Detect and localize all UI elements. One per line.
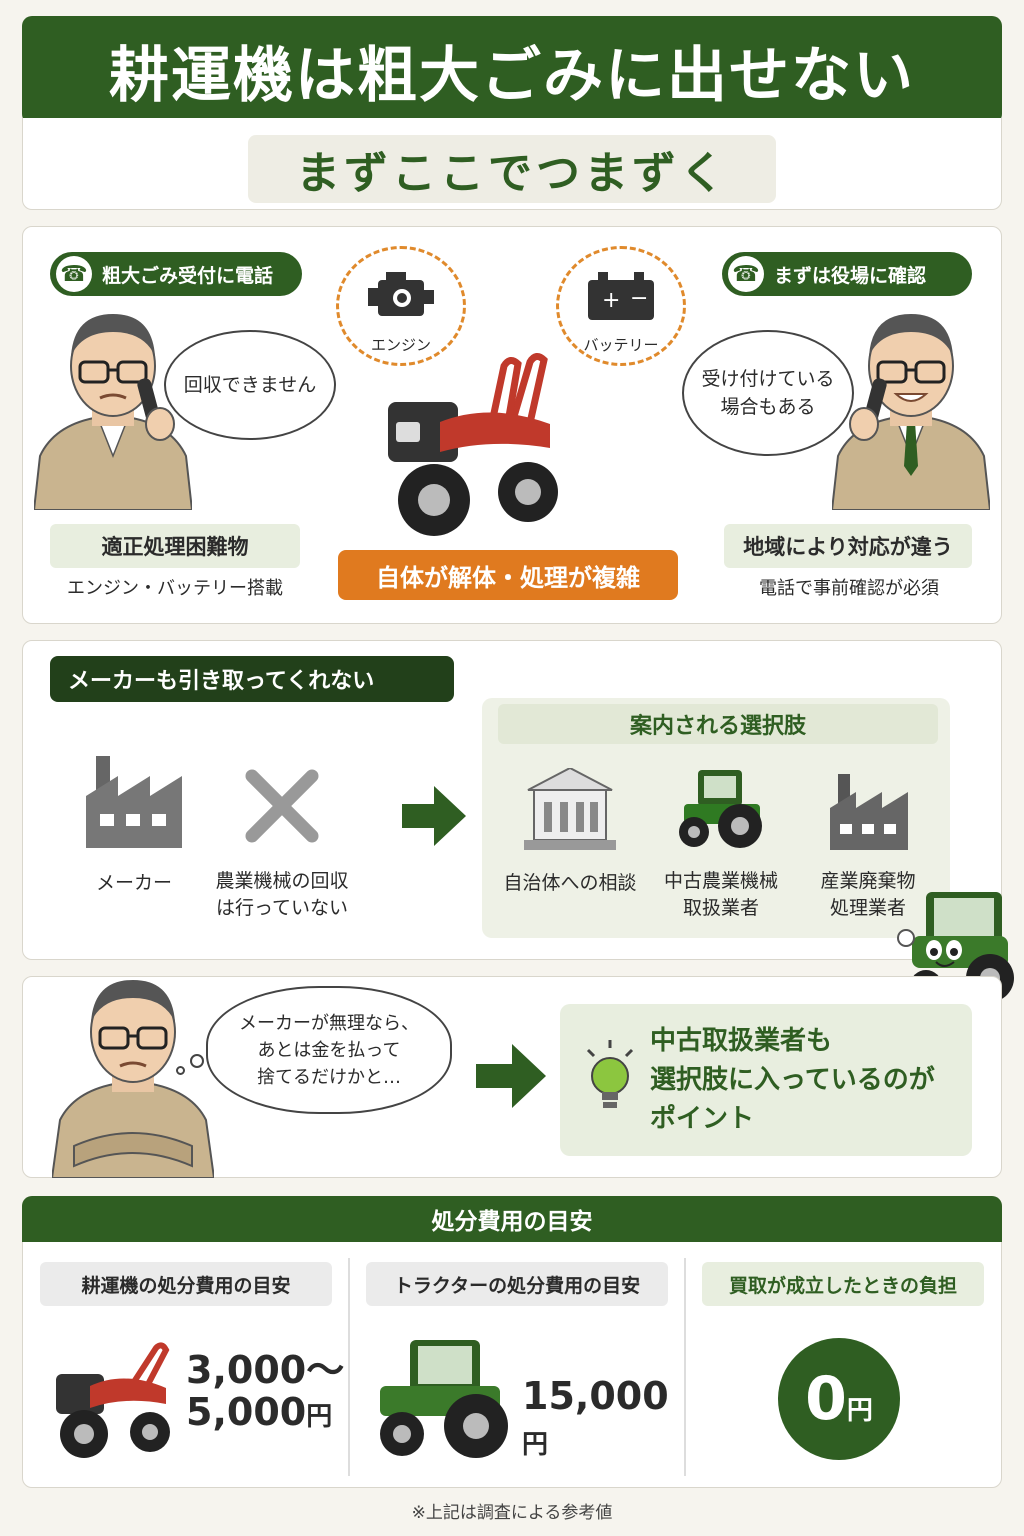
- tiller-cost-illustration: [56, 1342, 170, 1458]
- options-title: 案内される選択肢: [498, 704, 938, 744]
- factory-icon: [86, 756, 182, 848]
- subtitle-box: まずここでつまずく: [248, 135, 776, 203]
- tiller-cost-label: 耕運機の処分費用の目安: [40, 1262, 332, 1306]
- option-municipality: 自治体への相談: [503, 872, 637, 894]
- right-speech-bubble: 受け付けている 場合もある: [682, 330, 854, 456]
- thought-bubble: メーカーが無理なら、 あとは金を払って 捨てるだけかと…: [206, 986, 452, 1114]
- industrial-waste-icon: [830, 774, 908, 850]
- point-box: [560, 1004, 972, 1156]
- lightbulb-icon: [586, 1040, 634, 1108]
- arrow-right-icon: [402, 786, 466, 846]
- svg-text:+: +: [602, 288, 620, 313]
- right-label-box: 地域により対応が違う: [724, 524, 972, 568]
- footnote: ※上記は調査による参考値: [411, 1503, 613, 1523]
- buyback-cost-label: 買取が成立したときの負担: [702, 1262, 984, 1306]
- left-caption: エンジン・バッテリー搭載: [67, 578, 283, 599]
- tiller-illustration: [388, 353, 558, 536]
- arrow-right-icon-2: [476, 1044, 546, 1108]
- tractor-cost-illustration: [380, 1340, 508, 1458]
- tiller-cost-price: 3,000〜 5,000円: [186, 1348, 345, 1434]
- thought-dot-large: [190, 1054, 204, 1068]
- no-collect-text: 農業機械の回収 は行っていない: [215, 870, 349, 919]
- center-warning-banner: 自体が解体・処理が複雑: [338, 550, 678, 600]
- tractor-icon: [679, 770, 762, 848]
- svg-text:−: −: [630, 286, 648, 311]
- engine-icon: [368, 272, 434, 316]
- battery-label: バッテリー: [583, 336, 659, 354]
- cost-title-bar: 処分費用の目安: [22, 1196, 1002, 1242]
- tractor-cost-label: トラクターの処分費用の目安: [366, 1262, 668, 1306]
- battery-icon: + −: [588, 272, 654, 320]
- left-phone-tag: ☎ 粗大ごみ受付に電話: [50, 252, 302, 296]
- cross-icon: [245, 769, 319, 843]
- officer-avatar-right: [832, 314, 990, 510]
- city-hall-icon: [524, 768, 616, 850]
- officer-avatar-left: [34, 314, 192, 510]
- right-phone-tag: ☎ まずは役場に確認: [722, 252, 972, 296]
- page-title: 耕運機は粗大ごみに出せない: [109, 40, 915, 111]
- maker-label: メーカー: [95, 872, 172, 894]
- phone-icon-right: ☎: [728, 256, 764, 292]
- maker-tag: メーカーも引き取ってくれない: [50, 656, 454, 702]
- engine-label: エンジン: [370, 336, 431, 354]
- thought-dot-small: [176, 1066, 185, 1075]
- left-label-box: 適正処理困難物: [50, 524, 300, 568]
- page-subtitle: まずここでつまずく: [296, 148, 728, 199]
- option-used-dealer: 中古農業機械 取扱業者: [663, 870, 778, 919]
- left-speech-bubble: 回収できません: [164, 330, 336, 440]
- worried-officer-avatar: [52, 980, 214, 1178]
- right-caption: 電話で事前確認が必須: [759, 578, 939, 599]
- phone-icon: ☎: [56, 256, 92, 292]
- cost-divider-2: [684, 1258, 686, 1476]
- cost-divider-1: [348, 1258, 350, 1476]
- title-banner: 耕運機は粗大ごみに出せない: [22, 16, 1002, 124]
- point-text: 中古取扱業者も 選択肢に入っているのが ポイント: [650, 1026, 935, 1134]
- option-waste-processor: 産業廃棄物 処理業者: [820, 870, 916, 919]
- tractor-cost-price: 15,000円: [522, 1374, 669, 1460]
